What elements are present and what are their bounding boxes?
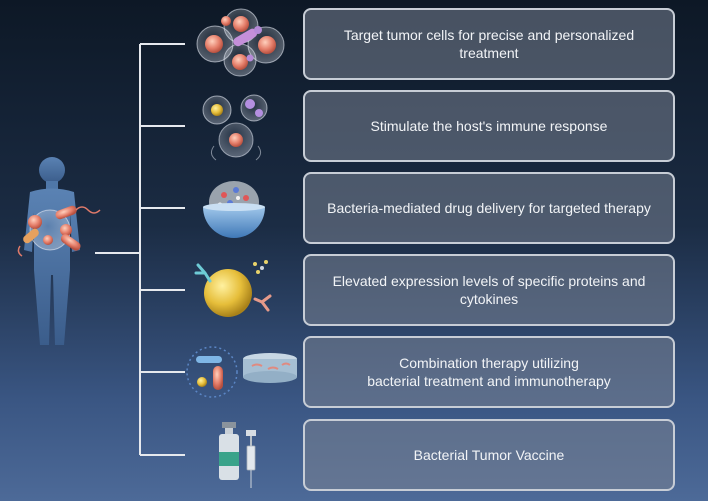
benefit-box-1: Target tumor cells for precise and perso…	[303, 8, 675, 80]
human-body-icon	[17, 157, 101, 345]
bacteria-cluster-icon	[17, 205, 101, 257]
benefit-box-2: Stimulate the host's immune response	[303, 90, 675, 162]
bacteria-and-petri-dish-icon	[186, 346, 297, 398]
benefit-box-4: Elevated expression levels of specific p…	[303, 254, 675, 326]
connector-lines	[95, 43, 185, 456]
benefit-box-3: Bacteria-mediated drug delivery for targ…	[303, 172, 675, 244]
benefit-box-5: Combination therapy utilizing bacterial …	[303, 336, 675, 408]
tumor-cell-cluster-icon	[196, 8, 285, 77]
benefit-box-6: Bacterial Tumor Vaccine	[303, 419, 675, 491]
immune-cells-icon	[202, 94, 268, 161]
vaccine-vial-syringe-icon	[219, 422, 256, 488]
drug-carrier-bowl-icon	[203, 181, 265, 238]
cell-with-antibodies-icon	[194, 260, 272, 317]
